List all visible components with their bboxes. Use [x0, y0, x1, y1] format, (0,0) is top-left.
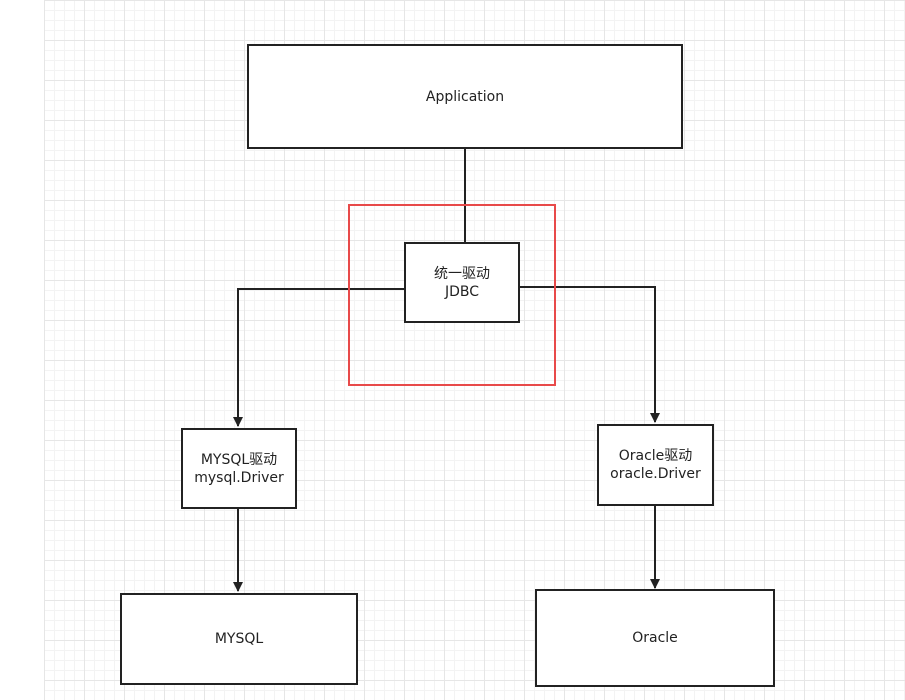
oracle-node[interactable]: Oracle [535, 589, 775, 687]
oracle-driver-node[interactable]: Oracle驱动 oracle.Driver [597, 424, 714, 506]
application-label: Application [425, 88, 505, 105]
oracle-driver-label-line-2: oracle.Driver [610, 466, 701, 482]
mysql-driver-node[interactable]: MYSQL驱动 mysql.Driver [181, 428, 297, 509]
edge-jdbc-to-oracle-driver [519, 286, 660, 423]
jdbc-label-line-2: JDBC [444, 283, 480, 300]
mysql-driver-label-line-1: MYSQL驱动 [200, 451, 278, 468]
mysql-driver-label-line-2: mysql.Driver [194, 469, 284, 486]
application-node[interactable]: Application [247, 44, 683, 149]
jdbc-node[interactable]: 统一驱动 JDBC [404, 242, 520, 323]
mysql-label: MYSQL [214, 631, 264, 647]
jdbc-highlight-frame [348, 204, 556, 386]
oracle-label: Oracle [632, 630, 678, 646]
mysql-node[interactable]: MYSQL [120, 593, 358, 685]
jdbc-label-line-1: 统一驱动 [434, 265, 490, 282]
oracle-driver-label-line-1: Oracle驱动 [618, 448, 693, 464]
